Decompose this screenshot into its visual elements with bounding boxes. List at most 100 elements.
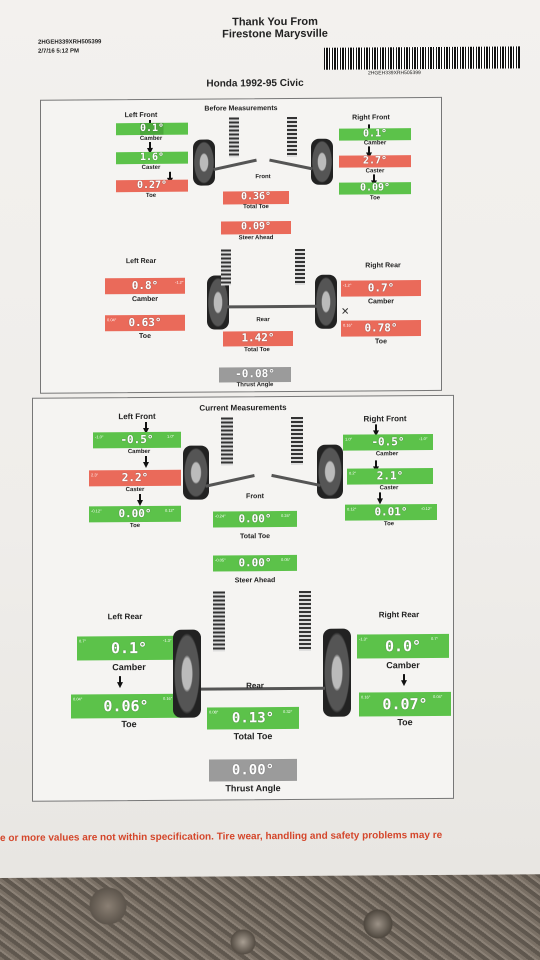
before-rf-toe-label: Toe: [369, 195, 381, 202]
before-rear-label: Rear: [256, 317, 270, 324]
current-rf-caster-gauge: 0.2° 2.1°: [347, 467, 433, 485]
before-rf-camber-gauge: 0.1°: [339, 128, 411, 141]
current-lf-caster-gauge: 2.3° 2.2°: [89, 469, 181, 487]
rear-spring: [221, 249, 231, 286]
before-lf-camber-label: Camber: [139, 135, 163, 143]
vehicle-title: Honda 1992-95 Civic: [206, 77, 304, 90]
rear-left-wheel: [173, 629, 201, 718]
before-thrust-gauge: -0.08°: [219, 366, 291, 383]
before-lr-camber-label: Camber: [131, 295, 159, 304]
current-lf-camber-gauge: -1.0° 1.0° -0.5°: [93, 431, 181, 449]
before-rr-camber-label: Camber: [367, 298, 395, 306]
date-time: 2/7/16 5:12 PM: [38, 48, 80, 55]
current-title: Current Measurements: [199, 402, 287, 413]
strut-spring: [291, 416, 303, 465]
front-left-wheel: [183, 445, 209, 500]
current-lf-toe-label: Toe: [129, 523, 141, 530]
current-rear-label: Rear: [246, 681, 264, 691]
before-panel: Before Measurements Left Front 0.1° Camb…: [40, 96, 442, 394]
current-rf-toe-gauge: 0.12° -0.12° 0.01°: [345, 503, 437, 521]
out-of-spec-x-icon: ✕: [341, 306, 350, 318]
rear-right-wheel: [315, 274, 337, 329]
current-lr-name: Left Rear: [107, 612, 143, 622]
current-lr-camber-gauge: 0.7° -1.3° 0.1°: [77, 635, 181, 661]
before-lr-toe-gauge: 0.04° 0.63°: [105, 314, 185, 332]
current-lr-camber-label: Camber: [112, 661, 146, 673]
rear-spring: [295, 248, 305, 285]
current-steer-ahead-label: Steer Ahead: [234, 577, 276, 585]
strut-spring: [221, 417, 233, 466]
current-rear-total-toe-label: Total Toe: [233, 731, 273, 742]
current-rr-camber-gauge: -1.3° 0.7° 0.0°: [357, 633, 449, 659]
rear-spring: [213, 591, 225, 652]
current-rf-camber-gauge: 1.0° -1.0° -0.5°: [343, 433, 433, 451]
before-front-total-toe-gauge: 0.36°: [223, 190, 289, 205]
strut-spring: [229, 117, 239, 158]
control-arm: [205, 474, 255, 488]
before-lf-caster-gauge: 1.6°: [116, 151, 188, 165]
before-lr-toe-label: Toe: [139, 332, 151, 341]
current-lr-toe-gauge: 0.04° 0.16° 0.06°: [71, 693, 181, 719]
current-front-label: Front: [246, 493, 264, 501]
before-rf-camber-label: Camber: [363, 140, 387, 147]
rear-right-wheel: [323, 628, 351, 717]
current-rr-toe-label: Toe: [397, 717, 413, 728]
current-rf-caster-label: Caster: [379, 485, 399, 492]
rear-axle: [227, 304, 317, 309]
current-lf-caster-label: Caster: [125, 486, 145, 494]
before-lf-toe-label: Toe: [145, 192, 157, 199]
current-rf-toe-label: Toe: [383, 521, 395, 528]
current-rr-name: Right Rear: [378, 610, 420, 620]
alignment-printout: Thank You From Firestone Marysville 2HGE…: [0, 0, 540, 878]
before-front-label: Front: [255, 174, 271, 181]
before-rf-caster-gauge: 2.7°: [339, 155, 411, 168]
before-steer-ahead-gauge: 0.09°: [221, 220, 291, 235]
current-front-total-toe-label: Total Toe: [239, 533, 271, 541]
current-lf-name: Left Front: [118, 411, 156, 422]
arrow-icon: [117, 682, 123, 689]
before-rr-toe-label: Toe: [375, 338, 387, 346]
barcode-text: 2HGEH339XRH505399: [368, 70, 421, 77]
current-panel: Current Measurements Left Front -1.0° 1.…: [32, 394, 454, 802]
before-rear-total-toe-gauge: 1.42°: [223, 330, 293, 347]
front-left-wheel: [193, 139, 215, 186]
current-front-total-toe-gauge: -0.24° 0.24° 0.00°: [213, 510, 297, 528]
before-title: Before Measurements: [204, 105, 278, 113]
current-rear-total-toe-gauge: 0.08° 0.32° 0.13°: [207, 706, 299, 730]
before-rr-toe-gauge: 0.16° 0.78°: [341, 320, 421, 337]
current-thrust-label: Thrust Angle: [225, 783, 281, 794]
current-lf-toe-gauge: -0.12° 0.12° 0.00°: [89, 505, 181, 523]
before-rf-name: Right Front: [352, 114, 390, 122]
front-right-wheel: [317, 444, 343, 499]
vin-label: 2HGEH339XRH505399: [38, 39, 102, 46]
before-front-total-toe-label: Total Toe: [243, 204, 269, 211]
before-rear-total-toe-label: Total Toe: [244, 347, 270, 354]
control-arm: [269, 158, 313, 171]
before-lr-camber-gauge: -1.2° 0.8°: [105, 277, 185, 295]
before-lf-toe-gauge: 0.27°: [116, 179, 188, 193]
before-rr-name: Right Rear: [365, 262, 401, 270]
before-rf-toe-gauge: 0.09°: [339, 182, 411, 195]
before-lf-camber-gauge: 0.1°: [116, 122, 188, 136]
shop-name: Firestone Marysville: [222, 27, 328, 41]
current-rr-camber-label: Camber: [386, 660, 420, 671]
barcode-graphic: [324, 46, 520, 70]
before-lr-name: Left Rear: [125, 257, 157, 266]
current-rf-name: Right Front: [363, 414, 407, 424]
current-rr-toe-gauge: 0.16° 0.04° 0.07°: [359, 691, 451, 717]
arrow-icon: [143, 461, 149, 469]
current-lr-toe-label: Toe: [121, 719, 137, 730]
countertop: [0, 870, 540, 960]
before-lf-name: Left Front: [124, 111, 158, 120]
before-thrust-label: Thrust Angle: [236, 382, 274, 389]
control-arm: [271, 473, 321, 487]
current-steer-ahead-gauge: -0.05° 0.05° 0.00°: [213, 554, 297, 572]
arrow-icon: [401, 680, 407, 687]
warning-line: e or more values are not within specific…: [0, 829, 443, 844]
rear-spring: [299, 590, 311, 651]
strut-spring: [287, 116, 297, 157]
before-rf-caster-label: Caster: [365, 168, 385, 175]
before-rr-camber-gauge: -1.2° 0.7°: [341, 280, 421, 297]
current-thrust-gauge: 0.00°: [209, 758, 297, 782]
before-steer-ahead-label: Steer Ahead: [238, 235, 274, 242]
